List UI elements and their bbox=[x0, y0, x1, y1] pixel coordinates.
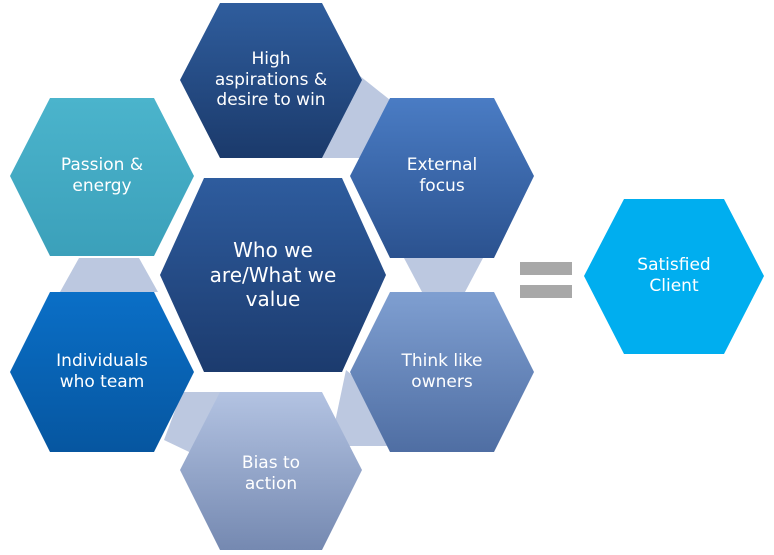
hexagon-satisfied-client bbox=[584, 199, 764, 354]
equals-bar-top bbox=[520, 262, 572, 275]
connector-owners-bias bbox=[330, 370, 388, 446]
hexagon-aspirations bbox=[180, 3, 362, 158]
hexagon-think-like-owners bbox=[350, 292, 534, 452]
connector-passion-individuals bbox=[60, 258, 158, 292]
connector-external-owners bbox=[404, 258, 483, 292]
hexagon-passion-energy bbox=[10, 98, 194, 256]
hexagon-bias-to-action bbox=[180, 392, 362, 550]
equals-bar-bottom bbox=[520, 285, 572, 298]
hexagon-center bbox=[160, 178, 386, 372]
hexagon-individuals-who-team bbox=[10, 292, 194, 452]
hexagon-external-focus bbox=[350, 98, 534, 258]
